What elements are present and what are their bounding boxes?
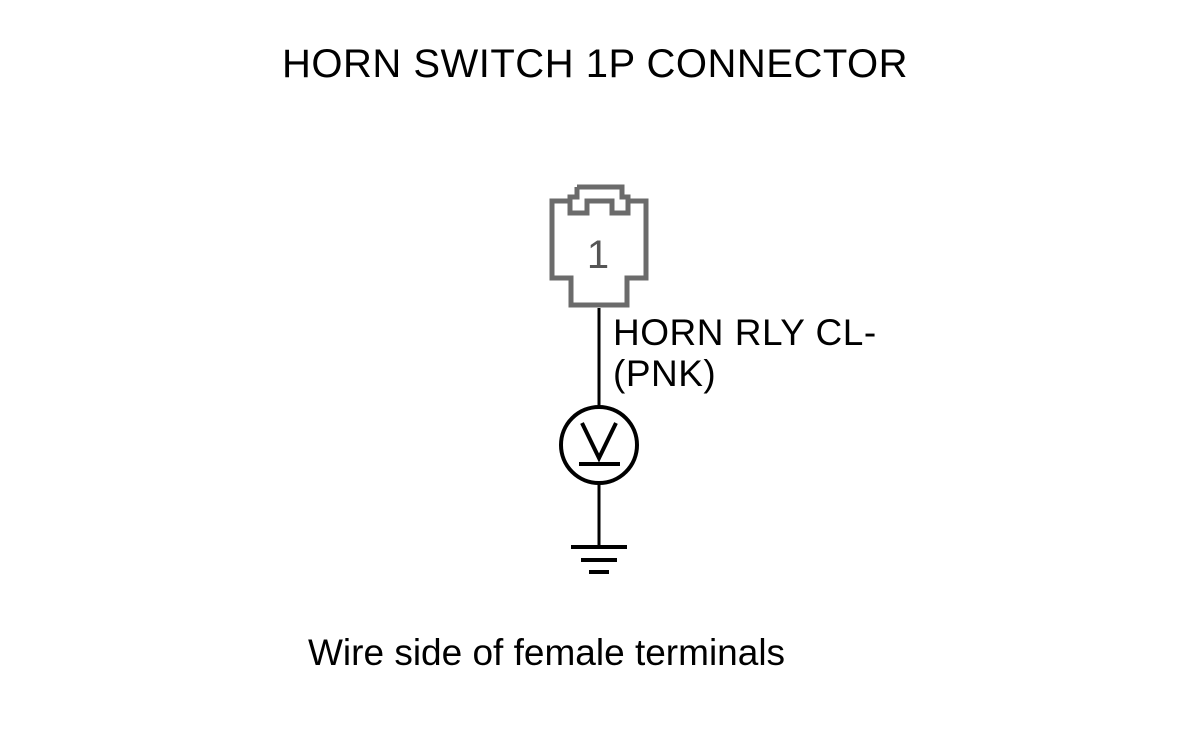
ground-icon	[571, 545, 627, 574]
voltmeter-circle	[559, 405, 639, 485]
diagram-caption: Wire side of female terminals	[308, 632, 786, 673]
connector-housing: 1	[549, 184, 649, 308]
voltmeter-icon	[559, 405, 639, 485]
connector-latch	[567, 187, 580, 201]
diagram-title: HORN SWITCH 1P CONNECTOR	[281, 42, 909, 86]
terminal-number: 1	[587, 233, 609, 277]
wire-label-circuit: HORN RLY CL-	[613, 312, 877, 353]
wire-label: HORN RLY CL- (PNK)	[613, 312, 877, 394]
connector-outline	[549, 184, 649, 308]
wire-label-color: (PNK)	[613, 353, 717, 394]
voltmeter-v-symbol	[580, 422, 618, 463]
